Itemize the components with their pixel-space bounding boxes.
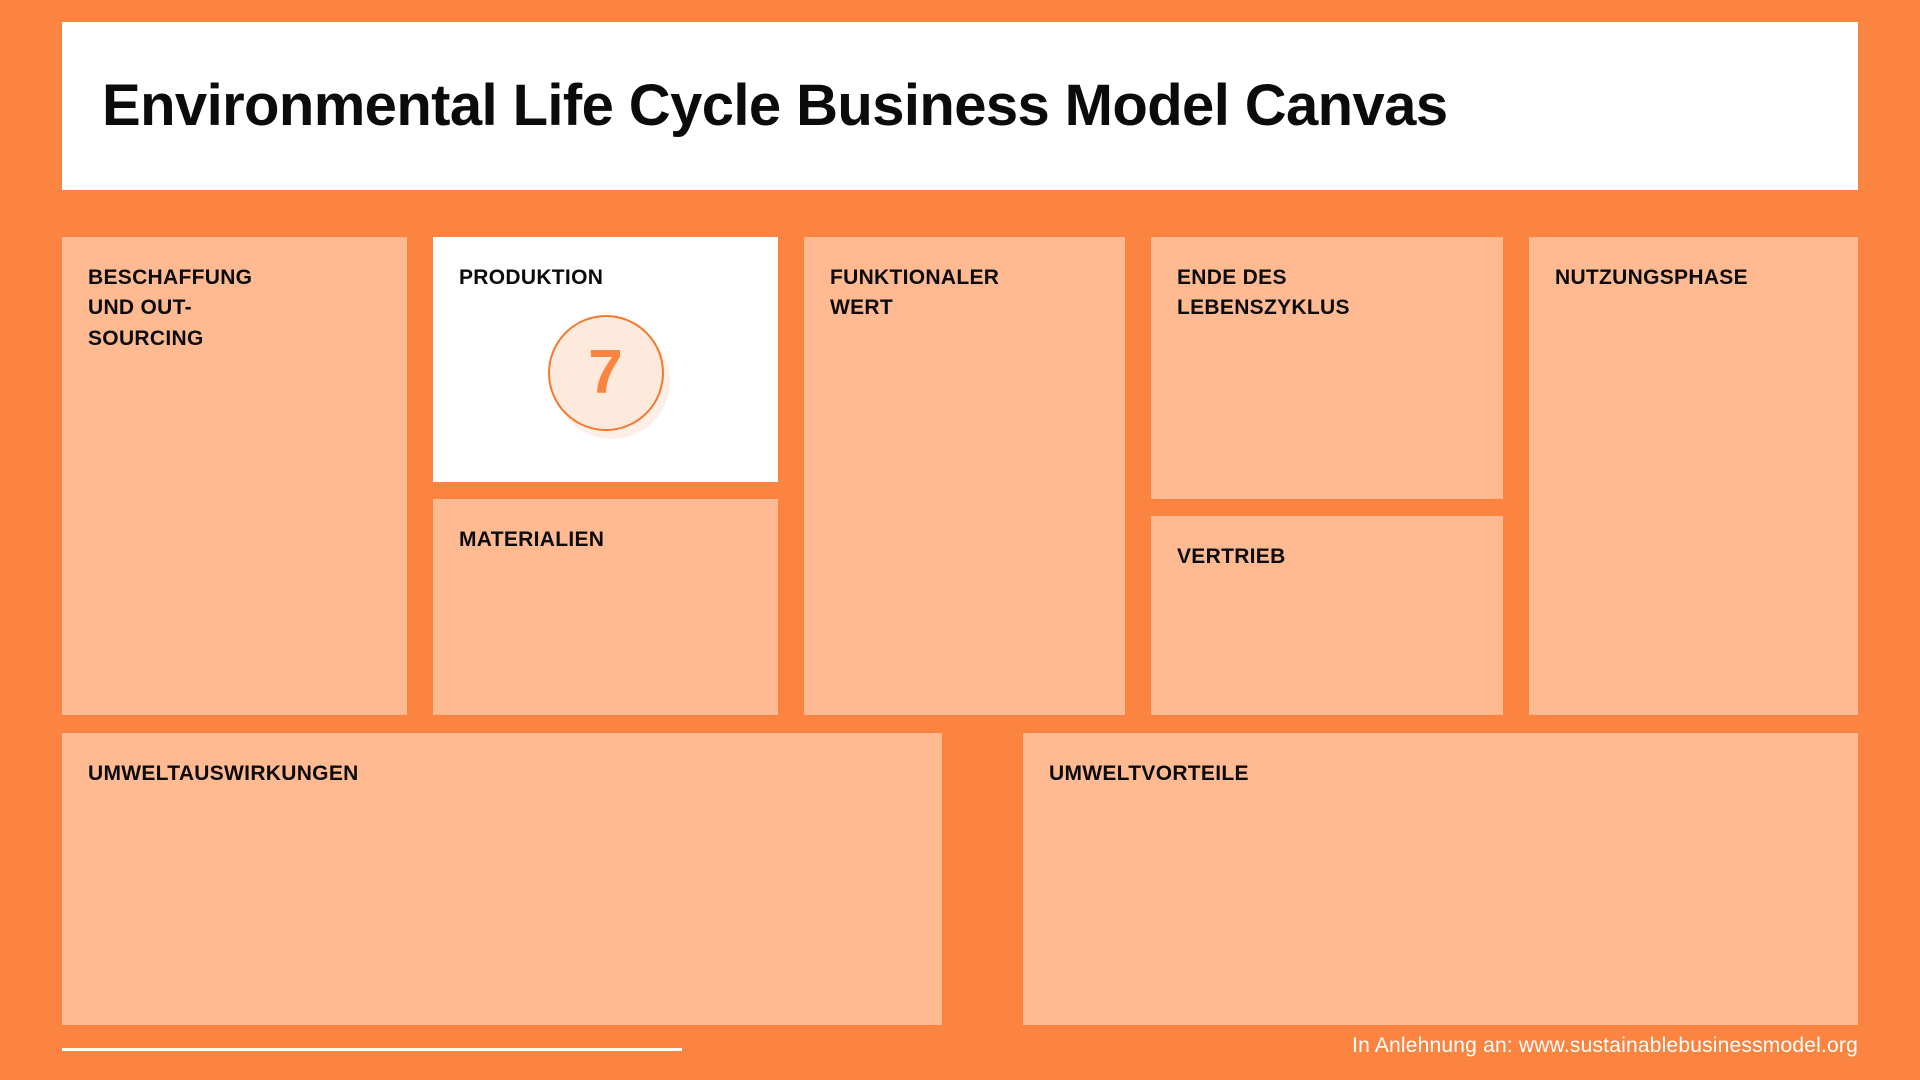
footer-divider	[62, 1048, 682, 1051]
canvas-block-ende-lebenszyklus[interactable]: Ende des Lebenszyklus	[1151, 237, 1503, 499]
step-badge-circle: 7	[547, 315, 664, 431]
canvas-block-nutzungsphase[interactable]: Nutzungsphase	[1529, 237, 1858, 715]
canvas-block-title: Materialien	[459, 528, 605, 551]
canvas-block-title: Funktionaler Wert	[830, 266, 1000, 320]
canvas-block-funktionaler-wert[interactable]: Funktionaler Wert	[804, 237, 1125, 715]
canvas-block-umweltauswirkungen[interactable]: Umweltauswirkungen	[62, 733, 942, 1025]
page-title: Environmental Life Cycle Business Model …	[102, 72, 1448, 138]
canvas-block-title: Produktion	[459, 266, 604, 289]
canvas-block-title: Umweltvorteile	[1049, 762, 1249, 785]
title-bar: Environmental Life Cycle Business Model …	[62, 22, 1858, 190]
canvas-block-title: Nutzungsphase	[1555, 266, 1748, 289]
footer-credit: In Anlehnung an: www.sustainablebusiness…	[1352, 1034, 1858, 1057]
step-badge: 7	[433, 315, 778, 431]
canvas-block-title: Ende des Lebenszyklus	[1177, 266, 1350, 320]
canvas-block-title: Umweltauswirkungen	[88, 762, 359, 785]
canvas-block-title: Beschaffung und Out- sourcing	[88, 266, 253, 350]
canvas-block-vertrieb[interactable]: Vertrieb	[1151, 516, 1503, 715]
canvas-grid: Beschaffung und Out- sourcing Produktion…	[62, 237, 1858, 715]
step-badge-number: 7	[588, 338, 623, 407]
canvas-block-produktion[interactable]: Produktion 7	[433, 237, 778, 482]
canvas-bottom-row: Umweltauswirkungen Umweltvorteile	[62, 733, 1858, 1025]
canvas-block-materialien[interactable]: Materialien	[433, 499, 778, 715]
canvas-block-umweltvorteile[interactable]: Umweltvorteile	[1023, 733, 1858, 1025]
canvas-block-title: Vertrieb	[1177, 545, 1286, 568]
canvas-block-sourcing[interactable]: Beschaffung und Out- sourcing	[62, 237, 407, 715]
